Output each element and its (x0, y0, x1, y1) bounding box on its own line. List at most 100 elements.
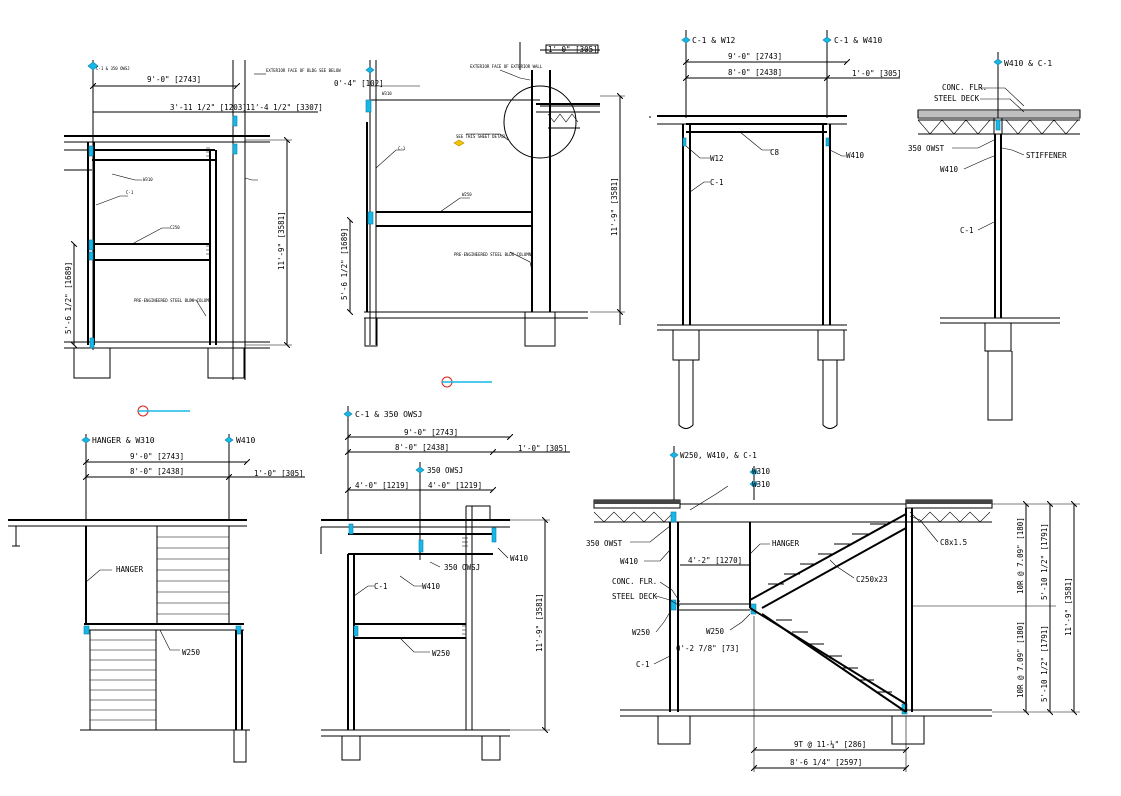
detail-1-dim-overall: 9'-0" [2743] (147, 75, 201, 84)
detail-7-label-conc: CONC. FLR. (612, 577, 657, 586)
detail-4-tag: W410 & C-1 (1004, 59, 1052, 68)
detail-5-tag-right: W410 (236, 436, 255, 445)
detail-2-dim-low: 5'-6 1/2" [1689] (340, 228, 349, 300)
detail-7-label-hanger: HANGER (772, 539, 800, 548)
detail-6-dim-half1: 4'-0" [1219] (355, 481, 409, 490)
detail-4-label-conc: CONC. FLR. (942, 83, 987, 92)
detail-5-dim-right: 1'-0" [305] (254, 469, 304, 478)
detail-7-label-w410: W410 (620, 557, 639, 566)
detail-2-wall-section: 0'-4" [102] W310 W250 C-1 SEE THIS SHEET… (334, 42, 625, 388)
detail-7-dim-small: 0'-2 7/8" [73] (676, 644, 739, 653)
detail-7-dim-half-top: 5'-10 1/2" [1791] (1040, 523, 1049, 600)
detail-6-label-w410: W410 (422, 582, 441, 591)
detail-2-label-c1: C-1 (398, 146, 406, 151)
detail-6-tag-owsj: 350 OWSJ (427, 466, 463, 475)
detail-7-tag-w310a: W310 (752, 467, 771, 476)
column-tag-icon (749, 480, 759, 488)
detail-4-label-deck: STEEL DECK (934, 94, 980, 103)
detail-1-label-w310: W310 (143, 177, 153, 182)
detail-2-note-peb: PRE-ENGINEERED STEEL BLDG COLUMN (454, 252, 532, 257)
detail-3-label-c8: C8 (770, 148, 780, 157)
detail-1-label-beam: C250 (170, 225, 180, 230)
detail-7-dim-half-bot: 5'-10 1/2" [1791] (1040, 625, 1049, 702)
detail-1-dim-low: 5'-6 1/2" [1689] (64, 262, 73, 334)
detail-callout-icon (503, 85, 577, 159)
detail-1-dim-inner: 3'-11 1/2" [1203] (170, 103, 247, 112)
detail-5-dim-overall: 9'-0" [2743] (130, 452, 184, 461)
detail-4-label-owst: 350 OWST (908, 144, 945, 153)
detail-3-tag-left: C-1 & W12 (692, 36, 736, 45)
detail-1-label-c1: C-1 (126, 190, 134, 195)
detail-3-dim-overall: 9'-0" [2743] (728, 52, 782, 61)
detail-7-dim-run: 8'-6 1/4" [2597] (790, 758, 862, 767)
column-tag-icon (343, 410, 353, 418)
detail-7-label-c8: C8x1.5 (940, 538, 967, 547)
detail-7-label-c1: C-1 (636, 660, 650, 669)
detail-2-note-ext: EXTERIOR FACE OF EXTERIOR WALL (470, 64, 543, 69)
section-marker-icon (441, 376, 492, 388)
detail-7-label-w250b: W250 (706, 627, 725, 636)
detail-2-dim-height: 11'-9" [3581] (610, 177, 619, 236)
detail-2-dim-left: 0'-4" [102] (334, 79, 384, 88)
column-tag-icon (224, 436, 234, 444)
detail-6-dim-overall: 9'-0" [2743] (404, 428, 458, 437)
detail-3-dim-right: 1'-0" [305] (852, 69, 902, 78)
detail-6-dim-right: 1'-0" [305] (518, 444, 568, 453)
detail-4-connection: W410 & C-1 CONC. FLR. STEEL DECK 350 OWS… (908, 52, 1081, 421)
column-tag-icon (365, 66, 375, 74)
detail-5-dim-inner: 8'-0" [2438] (130, 467, 184, 476)
column-tag-icon (822, 36, 832, 44)
detail-2-dim-top: 1'-0" [305] (548, 45, 598, 54)
detail-7-tag: W250, W410, & C-1 (680, 451, 757, 460)
detail-6-dim-inner: 8'-0" [2438] (395, 443, 449, 452)
detail-3-dim-inner: 8'-0" [2438] (728, 68, 782, 77)
column-tag-icon (681, 36, 691, 44)
detail-2-note-see: SEE THIS SHEET DETAIL (456, 134, 507, 139)
detail-5-label-w250: W250 (182, 648, 201, 657)
detail-5-tag-left: HANGER & W310 (92, 436, 155, 445)
detail-1-dim-inner2: 11'-4 1/2" [3307] (246, 103, 323, 112)
detail-5-stair-framing: HANGER & W310 W410 9'-0" [2743] 8'-0" [2… (8, 405, 305, 763)
column-tag-icon (415, 466, 425, 474)
detail-1-frame-elevation: C-1 & 350 OWSJ 9'-0" [2743] 3'-11 1/2" [… (64, 60, 341, 380)
detail-3-tag-right: C-1 & W410 (834, 36, 882, 45)
column-tag-icon (749, 468, 759, 476)
detail-4-label-w410: W410 (940, 165, 959, 174)
detail-6-label-owsj: 350 OWSJ (444, 563, 480, 572)
column-tag-icon (669, 451, 679, 459)
detail-7-label-w250a: W250 (632, 628, 651, 637)
detail-3-label-c1: C-1 (710, 178, 724, 187)
detail-7-label-c250: C250x23 (856, 575, 888, 584)
detail-4-label-c1: C-1 (960, 226, 974, 235)
detail-2-label-w310: W310 (382, 91, 392, 96)
detail-3-label-w12: W12 (710, 154, 724, 163)
detail-2-label-beam: W250 (462, 192, 472, 197)
sun-icon (453, 139, 465, 147)
detail-6-label-c1: C-1 (374, 582, 388, 591)
detail-7-dim-height: 11'-9" [3581] (1064, 577, 1073, 636)
detail-6-dim-height: 11'-9" [3581] (535, 593, 544, 652)
detail-7-stair-section: W250, W410, & C-1 W310 W310 (586, 446, 1080, 772)
detail-7-label-owst: 350 OWST (586, 539, 623, 548)
detail-4-label-stiffener: STIFFENER (1026, 151, 1067, 160)
detail-7-dim-riser-bot: 10R @ 7.09" [180] (1016, 621, 1025, 698)
detail-7-dim-treads: 9T @ 11-¼" [286] (794, 740, 866, 749)
detail-6-label-w250: W250 (432, 649, 451, 658)
detail-3-label-w410: W410 (846, 151, 865, 160)
detail-6-dim-half2: 4'-0" [1219] (428, 481, 482, 490)
detail-7-dim-riser-top: 10R @ 7.09" [180] (1016, 517, 1025, 594)
detail-7-label-deck: STEEL DECK (612, 592, 658, 601)
detail-7-dim-landing: 4'-2" [1270] (688, 556, 742, 565)
detail-1-dim-height: 11'-9" [3581] (277, 211, 286, 270)
detail-1-column-tag: C-1 & 350 OWSJ (96, 66, 130, 71)
detail-6-label-w410b: W410 (510, 554, 529, 563)
detail-7-tag-w310b: W310 (752, 480, 771, 489)
detail-6-tag: C-1 & 350 OWSJ (355, 410, 422, 419)
detail-3-frame-section: C-1 & W12 C-1 & W410 9'-0" [2743] 8'-0" … (619, 30, 902, 429)
detail-5-label-hanger: HANGER (116, 565, 144, 574)
detail-6-frame-elevation: C-1 & 350 OWSJ 9'-0" [2743] 8'-0" [2438]… (320, 406, 570, 761)
column-tag-icon (81, 436, 91, 444)
detail-1-note-exterior: EXTERIOR FACE OF BLDG SEE BELOW (266, 68, 341, 73)
column-tag-icon (87, 61, 99, 71)
